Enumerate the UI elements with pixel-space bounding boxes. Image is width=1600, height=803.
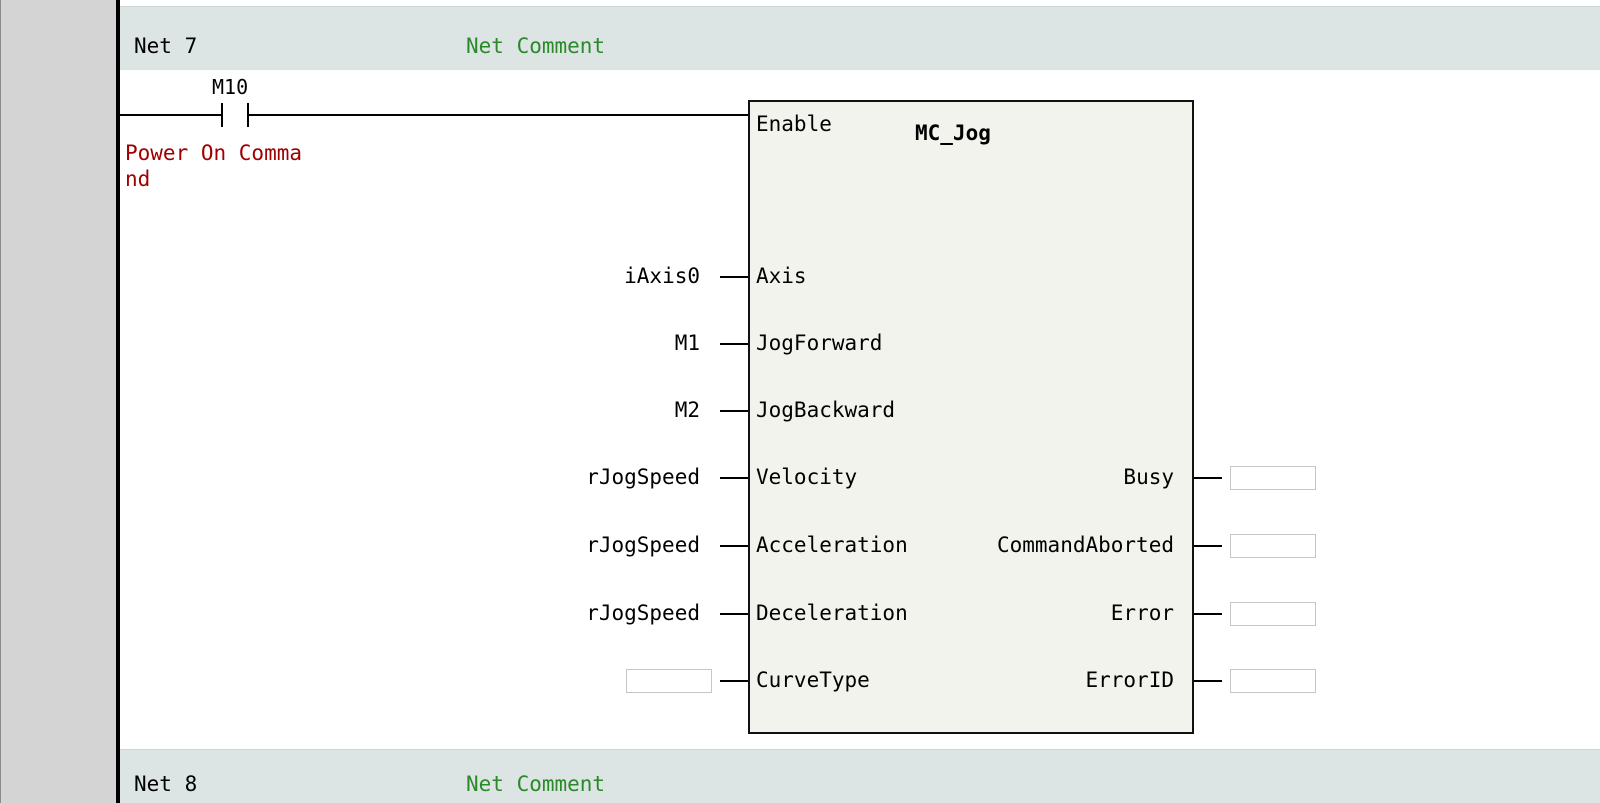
pin-acceleration: Acceleration — [756, 533, 908, 557]
network-label: Net 8 — [134, 772, 198, 796]
pin-errorid: ErrorID — [1085, 668, 1174, 692]
pin-curvetype: CurveType — [756, 668, 870, 692]
output-field-commandaborted[interactable] — [1230, 534, 1316, 558]
pin-axis: Axis — [756, 264, 807, 288]
contact-comment-line2: nd — [125, 167, 151, 191]
enable-pin-label: Enable — [756, 112, 832, 136]
network-header-7[interactable]: Net 7 Net Comment — [120, 6, 1600, 70]
input-field-curvetype[interactable] — [626, 669, 712, 693]
output-field-busy[interactable] — [1230, 466, 1316, 490]
pin-jogbackward: JogBackward — [756, 398, 896, 422]
pin-deceleration: Deceleration — [756, 601, 908, 625]
input-variable-velocity[interactable]: rJogSpeed — [586, 465, 700, 489]
contact-address[interactable]: M10 — [212, 75, 249, 99]
contact-comment-line1: Power On Comma — [125, 141, 303, 165]
network-comment[interactable]: Net Comment — [466, 772, 606, 796]
pin-velocity: Velocity — [756, 465, 858, 489]
pin-jogforward: JogForward — [756, 331, 883, 355]
function-block-mc-jog[interactable] — [748, 100, 1194, 734]
network-comment[interactable]: Net Comment — [466, 34, 606, 58]
contact-icon[interactable] — [218, 100, 252, 130]
input-variable-axis[interactable]: iAxis0 — [624, 264, 700, 288]
input-variable-acceleration[interactable]: rJogSpeed — [586, 533, 700, 557]
input-variable-deceleration[interactable]: rJogSpeed — [586, 601, 700, 625]
output-field-errorid[interactable] — [1230, 669, 1316, 693]
pin-error: Error — [1110, 601, 1174, 625]
function-block-title: MC_Jog — [915, 121, 991, 145]
network-label: Net 7 — [134, 34, 198, 58]
pin-busy: Busy — [1123, 465, 1174, 489]
left-gutter — [0, 0, 116, 803]
network-header-8[interactable]: Net 8 Net Comment — [120, 749, 1600, 803]
output-field-error[interactable] — [1230, 602, 1316, 626]
input-variable-jogforward[interactable]: M1 — [674, 331, 700, 355]
power-rail — [116, 0, 120, 803]
pin-commandaborted: CommandAborted — [996, 533, 1174, 557]
input-variable-jogbackward[interactable]: M2 — [674, 398, 700, 422]
